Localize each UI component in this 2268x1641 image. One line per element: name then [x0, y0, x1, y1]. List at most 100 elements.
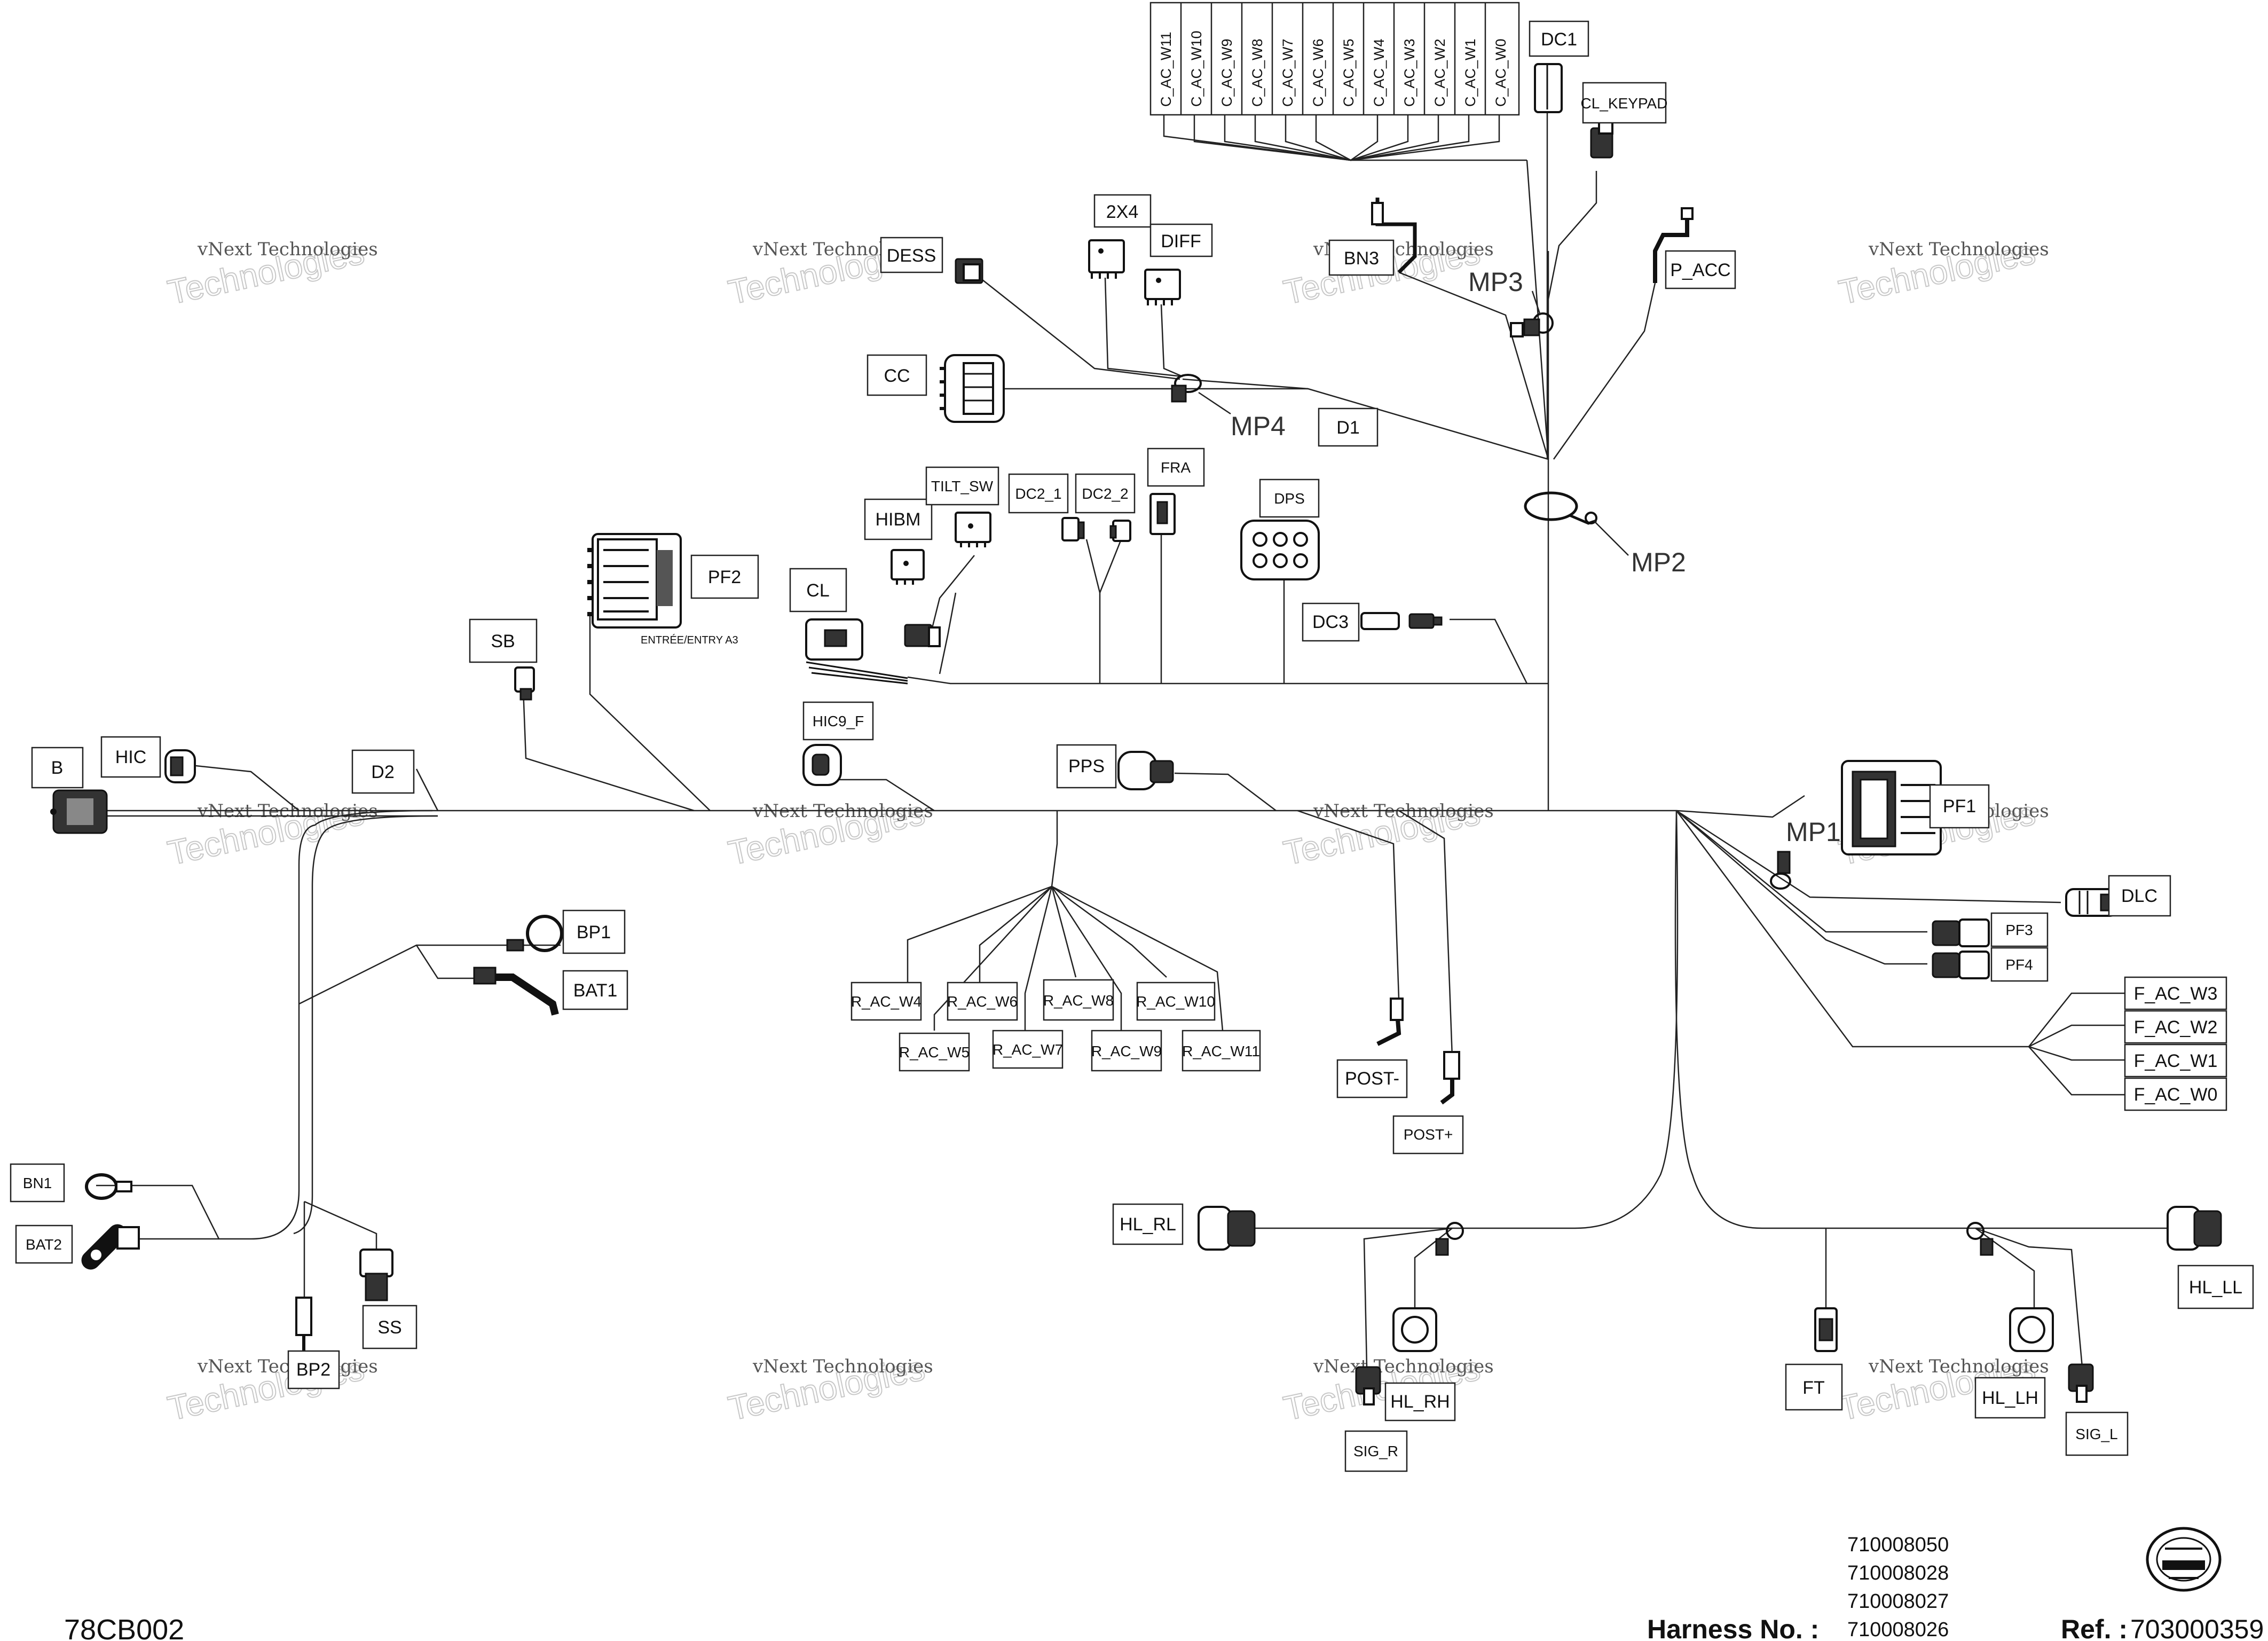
label-f-ac-w0: F_AC_W0 — [2124, 1077, 2227, 1111]
label-dess: DESS — [880, 237, 943, 273]
svg-text:B: B — [51, 758, 64, 778]
svg-text:R_AC_W10: R_AC_W10 — [1136, 993, 1215, 1010]
label-dps: DPS — [1259, 478, 1320, 518]
mp3-label: MP3 — [1468, 267, 1523, 297]
label-r-ac-w10: R_AC_W10 — [1136, 982, 1216, 1021]
svg-text:BP2: BP2 — [296, 1360, 330, 1380]
wires — [96, 80, 2168, 1368]
svg-text:HL_LH: HL_LH — [1982, 1388, 2038, 1408]
dc3-connector-icon — [1360, 612, 1443, 630]
svg-text:SB: SB — [491, 631, 515, 651]
svg-text:DC1: DC1 — [1541, 29, 1577, 50]
label-ss: SS — [362, 1305, 418, 1349]
svg-text:CL_KEYPAD: CL_KEYPAD — [1581, 95, 1668, 112]
svg-text:PF1: PF1 — [1943, 796, 1976, 816]
label-r-ac-w8: R_AC_W8 — [1043, 979, 1114, 1021]
bp1-ring-terminal-icon — [506, 915, 563, 952]
label-dc2-2: DC2_2 — [1075, 473, 1136, 514]
label-hic: HIC — [100, 736, 161, 778]
svg-text:vNext Technologies: vNext Technologies — [1868, 239, 2049, 260]
hibm-connector-icon — [891, 549, 925, 585]
svg-text:F_AC_W1: F_AC_W1 — [2134, 1051, 2218, 1071]
dc2-1-wire — [1085, 539, 1101, 684]
label-pf1: PF1 — [1929, 784, 1990, 829]
c-ac-fan-wires — [1163, 115, 1527, 161]
pf4-wire — [1676, 810, 1927, 965]
hic9-f-connector-icon — [802, 744, 842, 786]
hic9-f-wire — [830, 779, 935, 812]
harness-number: 710008026 — [1847, 1619, 1949, 1641]
svg-text:BP1: BP1 — [577, 922, 611, 943]
2x4-connector-icon — [1088, 239, 1125, 279]
label-sig-r: SIG_R — [1344, 1430, 1408, 1472]
label-r-ac-w7: R_AC_W7 — [992, 1030, 1064, 1069]
ref-label: Ref. : — [2061, 1614, 2128, 1641]
svg-text:F_AC_W2: F_AC_W2 — [2134, 1017, 2218, 1038]
mp4-leader — [1198, 391, 1231, 415]
svg-text:P_ACC: P_ACC — [1670, 260, 1730, 280]
label-dc2-1: DC2_1 — [1008, 473, 1069, 514]
label-b: B — [31, 747, 84, 789]
hibm-wire — [939, 592, 957, 674]
c-ac-w2-label: C_AC_W2 — [1432, 38, 1448, 107]
pf3-connector-icon — [1932, 918, 1990, 947]
svg-text:DC2_2: DC2_2 — [1082, 485, 1128, 502]
svg-text:POST+: POST+ — [1404, 1126, 1453, 1143]
hl-lh-connector-icon — [2009, 1307, 2054, 1352]
dess-wire — [979, 277, 1180, 380]
svg-text:HL_RL: HL_RL — [1120, 1214, 1176, 1235]
cl-connector-icon — [805, 618, 941, 685]
svg-text:BAT1: BAT1 — [573, 980, 618, 1001]
svg-text:vNext Technologies: vNext Technologies — [1868, 1356, 2049, 1377]
label-d2: D2 — [351, 749, 415, 794]
component-labels: DC1 CL_KEYPAD DESS 2X4 DIFF BN3 P_ACC CC… — [10, 20, 2254, 1472]
connectors — [50, 63, 2222, 1406]
mp2-leader — [1593, 520, 1629, 556]
svg-text:POST-: POST- — [1345, 1069, 1399, 1089]
b-connector-icon — [50, 789, 108, 834]
p-acc-terminal-icon — [1653, 207, 1694, 283]
hl-rh-wire — [1414, 1228, 1453, 1308]
mount-point-labels: MP4 MP3 MP2 MP1 ENTRÉE/ENTRY A3 — [641, 267, 1841, 847]
c-ac-label-strip: C_AC_W11 C_AC_W10 C_AC_W9 C_AC_W8 C_AC_W… — [1149, 2, 1520, 116]
pf2-wire — [589, 614, 711, 811]
bn1-ring-terminal-icon — [85, 1173, 132, 1200]
label-f-ac-w1: F_AC_W1 — [2124, 1043, 2227, 1078]
svg-text:PF4: PF4 — [2005, 956, 2033, 973]
label-cl-keypad: CL_KEYPAD — [1581, 82, 1668, 124]
label-r-ac-w4: R_AC_W4 — [850, 982, 922, 1021]
svg-text:TILT_SW: TILT_SW — [931, 478, 994, 494]
r-ac-w7-wire — [1024, 886, 1053, 1031]
c-ac-w0-label: C_AC_W0 — [1493, 38, 1509, 107]
label-pf4: PF4 — [1990, 947, 2049, 982]
sig-l-connector-icon — [2068, 1363, 2094, 1403]
svg-text:vNext Technologies: vNext Technologies — [197, 1356, 378, 1377]
pf4-connector-icon — [1932, 951, 1990, 979]
cl-keypad-connector-icon — [1590, 119, 1613, 159]
r-ac-w11-wire — [1051, 885, 1224, 1031]
label-2x4: 2X4 — [1093, 194, 1152, 228]
bat1-terminal-icon — [473, 967, 559, 1016]
label-hl-rl: HL_RL — [1112, 1203, 1184, 1245]
left-loop-wire — [96, 810, 433, 1240]
ss-connector-icon — [359, 1249, 393, 1301]
approval-seal-icon — [2146, 1527, 2222, 1592]
label-diff: DIFF — [1149, 223, 1213, 257]
label-post-plus: POST+ — [1392, 1115, 1464, 1155]
label-dlc: DLC — [2108, 875, 2171, 917]
r-ac-w9-wire — [1051, 886, 1122, 1031]
post-minus-terminal-icon — [1376, 998, 1404, 1046]
mp4-wire — [1182, 378, 1309, 390]
sb-connector-icon — [514, 666, 535, 701]
cc-connector-icon — [940, 354, 1005, 423]
svg-text:DC3: DC3 — [1312, 612, 1349, 632]
post-plus-wire — [1398, 810, 1453, 1058]
dps-connector-icon — [1240, 520, 1320, 580]
label-hl-lh: HL_LH — [1974, 1377, 2046, 1419]
mp3-clip-icon — [1510, 312, 1554, 337]
